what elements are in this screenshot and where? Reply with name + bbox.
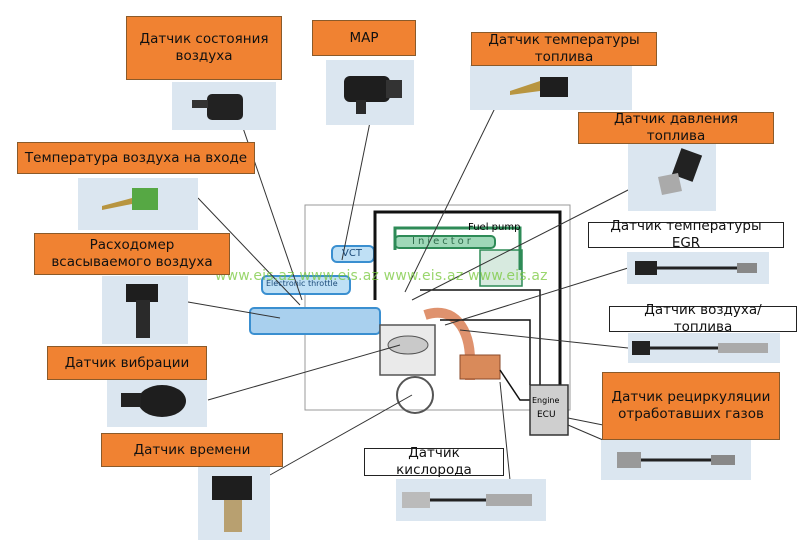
fuel-line-green [393, 226, 522, 270]
ecu-wire-3 [499, 369, 530, 401]
intake-temp-sensor-icon [102, 188, 158, 210]
map-sensor-image [326, 60, 414, 125]
ecu-box [529, 384, 569, 436]
egr-sensor-image [601, 440, 751, 480]
airflow-meter-icon [126, 284, 158, 338]
egr-temp-sensor-icon [635, 261, 757, 275]
throttle-sensor-icon [192, 94, 243, 120]
timing-sensor-icon [212, 476, 252, 532]
intake-pipe [249, 307, 381, 335]
fuel-temp-sensor-icon [510, 77, 568, 97]
label-fuel-temp: Датчик температуры топлива [471, 32, 657, 66]
label-map: MAP [312, 20, 416, 56]
label-throttle-position: Датчик состояния воздуха [126, 16, 282, 80]
knock-sensor-icon [121, 385, 186, 417]
fuel-temp-sensor-image [470, 65, 632, 110]
label-oxygen: Датчик кислорода [364, 445, 504, 478]
label-timing: Датчик времени [101, 433, 283, 467]
fuel-pressure-sensor-icon [658, 148, 703, 195]
piston [387, 335, 429, 355]
label-mass-air-flow: Расходомер всасываемого воздуха [34, 233, 230, 275]
timing-sensor-image [198, 466, 270, 540]
label-egr-recirculation: Датчик рециркуляции отработавших газов [602, 372, 780, 440]
egr-temp-sensor-image [627, 252, 769, 284]
knock-sensor-image [107, 375, 207, 427]
vct-label: VCT [342, 248, 362, 259]
ecu-wire-2 [440, 319, 531, 385]
watermark: www.eis.az www.eis.az www.eis.az www.eis… [215, 268, 548, 284]
label-air-fuel: Датчик воздуха/топлива [609, 302, 797, 335]
air-fuel-sensor-image [628, 333, 780, 363]
label-egr-temp: Датчик температуры EGR [588, 218, 784, 251]
label-knock: Датчик вибрации [47, 346, 207, 380]
label-intake-air-temp: Температура воздуха на входе [17, 142, 255, 174]
electronic-throttle-label: Electronic throttle [266, 279, 338, 288]
map-sensor-icon [344, 76, 402, 114]
ecu-label-line2: ECU [537, 410, 556, 420]
ecu-wire-1 [420, 289, 541, 385]
fuel-pressure-sensor-image [628, 143, 716, 211]
injector-label: Injector [412, 236, 474, 247]
oxygen-sensor-image [396, 479, 546, 521]
fuel-pump-tank [479, 249, 523, 287]
ecu-label-line1: Engine [532, 396, 560, 405]
egr-sensor-icon [617, 452, 735, 468]
crank [396, 376, 434, 414]
fuel-pump-label: Fuel pump [468, 222, 521, 233]
label-fuel-pressure: Датчик давления топлива [578, 111, 774, 144]
fuel-line-black [373, 210, 562, 400]
air-fuel-sensor-icon [632, 341, 768, 355]
airflow-meter-image [102, 276, 188, 344]
electronic-throttle-box [261, 275, 351, 295]
catalytic-converter [459, 354, 501, 380]
oxygen-sensor-icon [402, 492, 532, 508]
throttle-sensor-image [172, 82, 276, 130]
intake-temp-sensor-image [78, 178, 198, 230]
